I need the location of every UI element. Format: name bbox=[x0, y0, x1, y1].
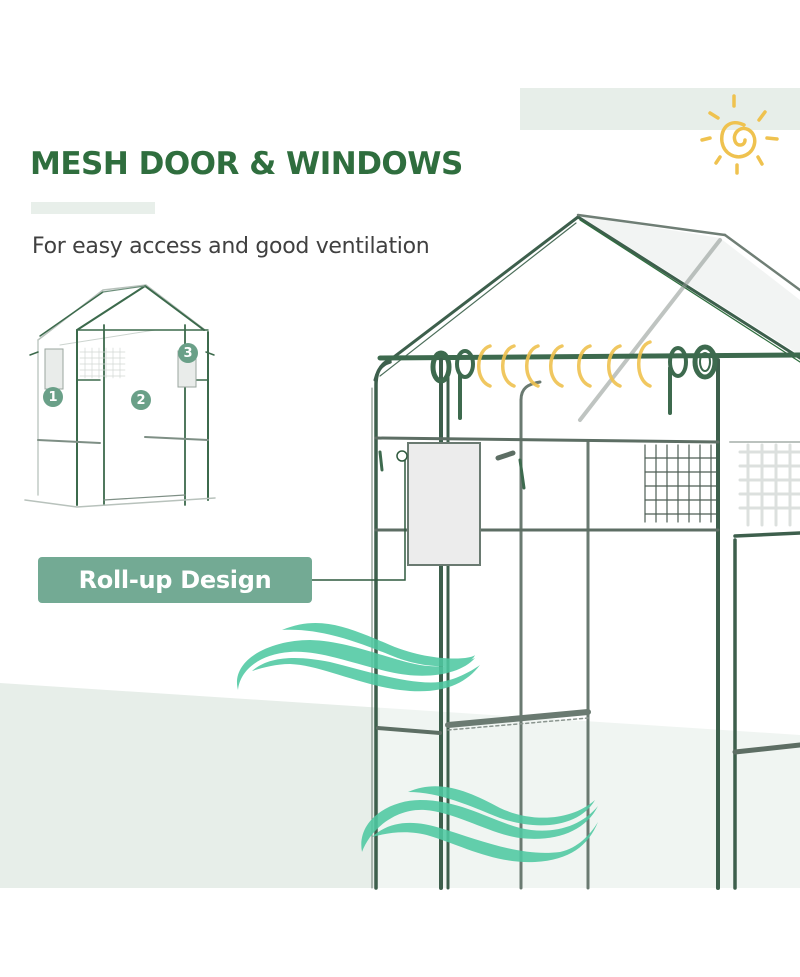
feature-badge-1: 1 bbox=[43, 387, 63, 407]
feature-badge-3: 3 bbox=[178, 343, 198, 363]
feature-badge-2: 2 bbox=[131, 390, 151, 410]
title-underline bbox=[31, 202, 155, 214]
page-subtitle: For easy access and good ventilation bbox=[32, 234, 430, 259]
decorative-header-bar bbox=[520, 88, 800, 130]
page-title: MESH DOOR & WINDOWS bbox=[30, 146, 463, 182]
roll-up-design-callout: Roll-up Design bbox=[38, 557, 312, 603]
